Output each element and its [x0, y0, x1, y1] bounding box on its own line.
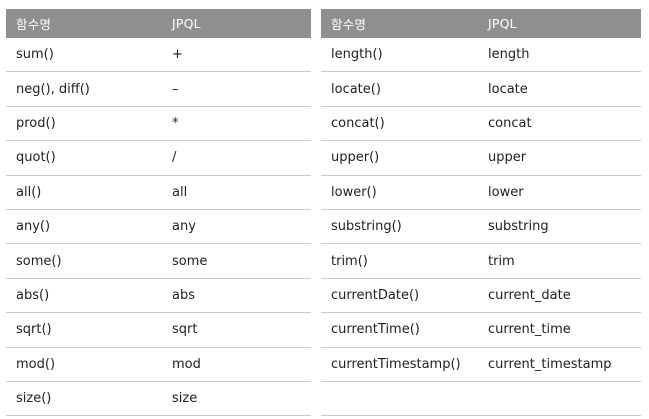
table-header-row: 함수명 JPQL: [6, 9, 311, 38]
table-row: sum()+: [6, 38, 311, 73]
jpql-cell: size: [162, 381, 311, 417]
jpql-cell: abs: [162, 278, 311, 314]
function-name-cell: upper(): [321, 140, 478, 176]
jpql-cell: /: [162, 140, 311, 176]
jpql-cell: current_time: [478, 312, 641, 348]
function-name-cell: quot(): [6, 140, 162, 176]
jpql-cell: *: [162, 106, 311, 142]
table-row: some()some: [6, 243, 311, 279]
jpql-cell: +: [162, 38, 311, 73]
jpql-cell: any: [162, 209, 311, 245]
table-row: locate()locate: [321, 71, 641, 107]
table-header-row: 함수명 JPQL: [321, 9, 641, 38]
table-row: quot()/: [6, 140, 311, 176]
function-name-cell: neg(), diff(): [6, 71, 162, 107]
table-row: any()any: [6, 209, 311, 245]
function-table-left: 함수명 JPQL sum()+ neg(), diff()– prod()* q…: [6, 9, 311, 417]
table-row: substring()substring: [321, 209, 641, 245]
jpql-cell: trim: [478, 243, 641, 279]
function-name-cell: some(): [6, 243, 162, 279]
empty-cell: [321, 381, 478, 417]
table-row: all()all: [6, 175, 311, 210]
table-row: upper()upper: [321, 140, 641, 176]
function-name-cell: mod(): [6, 347, 162, 382]
jpql-cell: –: [162, 71, 311, 107]
table-row: concat()concat: [321, 106, 641, 142]
table-row: trim()trim: [321, 243, 641, 279]
table-row: currentTime()current_time: [321, 312, 641, 348]
function-name-cell: currentDate(): [321, 278, 478, 314]
table-row: size()size: [6, 381, 311, 417]
jpql-cell: current_date: [478, 278, 641, 314]
function-name-cell: sqrt(): [6, 312, 162, 348]
table-row: abs()abs: [6, 278, 311, 314]
header-jpql: JPQL: [478, 9, 641, 38]
table-row: currentTimestamp()current_timestamp: [321, 347, 641, 382]
jpql-cell: concat: [478, 106, 641, 142]
function-name-cell: sum(): [6, 38, 162, 73]
function-name-cell: size(): [6, 381, 162, 417]
jpql-cell: upper: [478, 140, 641, 176]
table-row: length()length: [321, 38, 641, 73]
table-row: lower()lower: [321, 175, 641, 210]
header-jpql: JPQL: [162, 9, 311, 38]
jpql-cell: mod: [162, 347, 311, 382]
table-row: neg(), diff()–: [6, 71, 311, 107]
jpql-cell: current_timestamp: [478, 347, 641, 382]
jpql-cell: locate: [478, 71, 641, 107]
header-function-name: 함수명: [321, 9, 478, 38]
jpql-cell: some: [162, 243, 311, 279]
function-name-cell: length(): [321, 38, 478, 73]
function-name-cell: trim(): [321, 243, 478, 279]
jpql-cell: sqrt: [162, 312, 311, 348]
function-name-cell: prod(): [6, 106, 162, 142]
function-table-right: 함수명 JPQL length()length locate()locate c…: [321, 9, 641, 417]
function-name-cell: currentTime(): [321, 312, 478, 348]
table-row: sqrt()sqrt: [6, 312, 311, 348]
function-name-cell: concat(): [321, 106, 478, 142]
function-name-cell: currentTimestamp(): [321, 347, 478, 382]
jpql-cell: lower: [478, 175, 641, 210]
empty-table-row: [321, 381, 641, 417]
function-name-cell: lower(): [321, 175, 478, 210]
jpql-cell: length: [478, 38, 641, 73]
empty-cell: [478, 381, 641, 417]
table-row: prod()*: [6, 106, 311, 142]
function-name-cell: any(): [6, 209, 162, 245]
function-name-cell: all(): [6, 175, 162, 210]
function-name-cell: locate(): [321, 71, 478, 107]
table-row: mod()mod: [6, 347, 311, 382]
header-function-name: 함수명: [6, 9, 162, 38]
table-row: currentDate()current_date: [321, 278, 641, 314]
function-name-cell: substring(): [321, 209, 478, 245]
function-name-cell: abs(): [6, 278, 162, 314]
jpql-cell: all: [162, 175, 311, 210]
jpql-cell: substring: [478, 209, 641, 245]
